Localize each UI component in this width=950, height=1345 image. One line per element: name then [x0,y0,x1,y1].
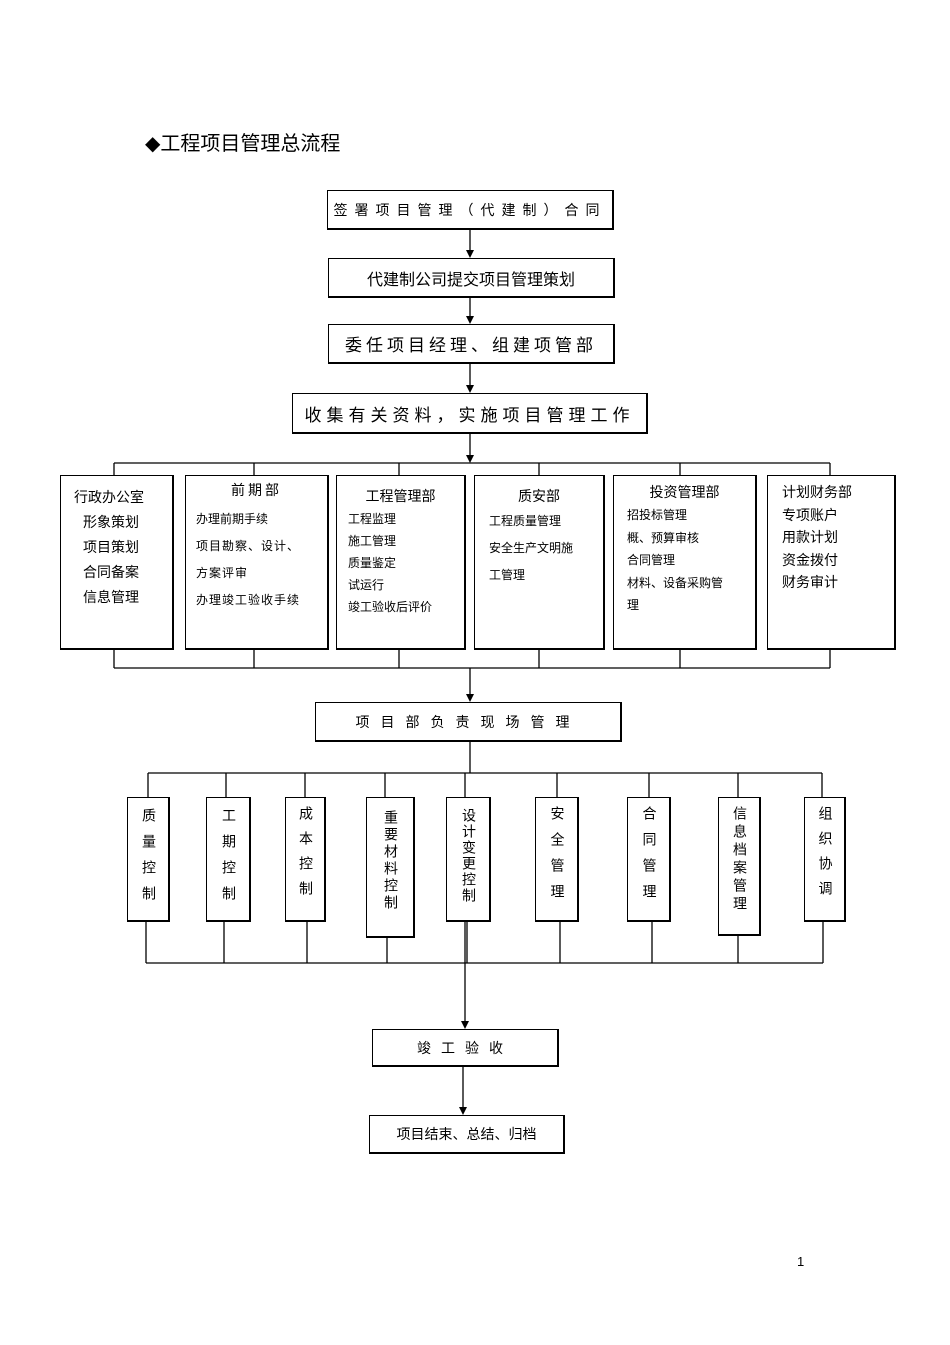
arrow-head [459,1107,467,1115]
step-appoint-manager-label: 委任项目经理、组建项管部 [345,336,597,356]
step-project-closure: 项目结束、总结、归档 [369,1115,565,1154]
control-design-change: 设计变更控制 [446,797,491,922]
step-sign-contract-label: 签署项目管理（代建制）合同 [333,202,607,219]
dept-investment: 投资管理部 招投标管理 概、预算审核 合同管理 材料、设备采购管 理 [613,475,757,650]
dept-finance-item: 资金拨付 [782,552,838,569]
control-schedule-label: 工期控制 [220,808,236,912]
control-contract-label: 合同管理 [640,806,657,910]
dept-engineering-item: 工程监理 [348,512,397,526]
dept-quality-safety-item: 安全生产文明施 [489,541,574,555]
control-quality-label: 质量控制 [140,808,156,912]
dept-engineering-item: 试运行 [348,578,385,592]
dept-finance: 计划财务部 专项账户 用款计划 资金拨付 财务审计 [767,475,896,650]
dept-admin-item: 形象策划 [83,515,139,531]
dept-engineering-item: 竣工验收后评价 [348,600,433,614]
dept-preliminary-item: 办理前期手续 [196,512,269,526]
control-schedule: 工期控制 [206,797,251,922]
dept-engineering-item: 质量鉴定 [348,556,397,570]
step-submit-plan: 代建制公司提交项目管理策划 [328,258,615,298]
dept-quality-safety: 质安部 工程质量管理 安全生产文明施 工管理 [474,475,605,650]
control-cost: 成本控制 [285,797,326,922]
step-collect-data-label: 收集有关资料，实施项目管理工作 [304,405,635,426]
step-completion-acceptance-label: 竣工验收 [417,1040,513,1057]
dept-preliminary-item: 方案评审 [196,566,249,580]
dept-admin-office: 行政办公室 形象策划 项目策划 合同备案 信息管理 [60,475,174,650]
dept-investment-item: 理 [627,598,640,612]
step-site-management-label: 项目部负责现场管理 [355,714,581,731]
dept-preliminary-title: 前期部 [231,483,282,499]
dept-engineering-title: 工程管理部 [365,489,436,505]
step-submit-plan-label: 代建制公司提交项目管理策划 [366,269,575,289]
control-design-change-label: 设计变更控制 [460,808,476,904]
arrow-head [466,250,474,258]
arrow-head [466,455,474,463]
page-title: ◆工程项目管理总流程 [145,131,341,155]
dept-quality-safety-title: 质安部 [518,489,560,505]
dept-preliminary-item: 办理竣工验收手续 [196,593,301,607]
step-collect-data: 收集有关资料，实施项目管理工作 [292,393,648,434]
control-archives-label: 信息档案管理 [731,806,747,914]
step-completion-acceptance: 竣工验收 [372,1029,559,1067]
dept-investment-title: 投资管理部 [649,485,720,501]
step-sign-contract: 签署项目管理（代建制）合同 [327,190,614,230]
dept-finance-title: 计划财务部 [782,485,852,501]
dept-engineering-item: 施工管理 [348,534,397,548]
dept-finance-item: 用款计划 [782,530,838,546]
dept-admin-item: 合同备案 [83,565,139,581]
dept-engineering: 工程管理部 工程监理 施工管理 质量鉴定 试运行 竣工验收后评价 [336,475,466,650]
control-coordination: 组织协调 [804,797,846,922]
dept-admin-title: 行政办公室 [74,490,144,506]
dept-admin-item: 项目策划 [83,540,139,556]
arrow-head [466,316,474,324]
arrow-head [461,1021,469,1029]
dept-investment-item: 合同管理 [627,553,676,567]
dept-quality-safety-item: 工程质量管理 [489,514,562,528]
dept-finance-item: 专项账户 [782,507,838,524]
dept-finance-item: 财务审计 [782,575,838,591]
control-contract: 合同管理 [627,797,671,922]
dept-quality-safety-item: 工管理 [489,568,526,582]
dept-investment-item: 招投标管理 [627,508,688,522]
arrow-head [466,694,474,702]
control-cost-label: 成本控制 [297,806,313,906]
control-safety: 安全管理 [535,797,579,922]
control-materials-label: 重要材料控制 [382,810,398,912]
control-coordination-label: 组织协调 [816,806,833,906]
dept-preliminary: 前期部 办理前期手续 项目勘察、设计、 方案评审 办理竣工验收手续 [185,475,329,650]
page-number: 1 [797,1254,805,1269]
step-appoint-manager: 委任项目经理、组建项管部 [328,324,615,364]
control-safety-label: 安全管理 [548,806,565,910]
step-site-management: 项目部负责现场管理 [315,702,622,742]
control-quality: 质量控制 [127,797,170,922]
step-project-closure-label: 项目结束、总结、归档 [396,1127,537,1143]
dept-investment-item: 材料、设备采购管 [627,575,724,590]
arrow-head [466,385,474,393]
dept-admin-item: 信息管理 [83,590,139,606]
control-archives: 信息档案管理 [718,797,761,936]
control-materials: 重要材料控制 [366,797,415,938]
dept-preliminary-item: 项目勘察、设计、 [196,539,301,553]
dept-investment-item: 概、预算审核 [627,530,700,545]
